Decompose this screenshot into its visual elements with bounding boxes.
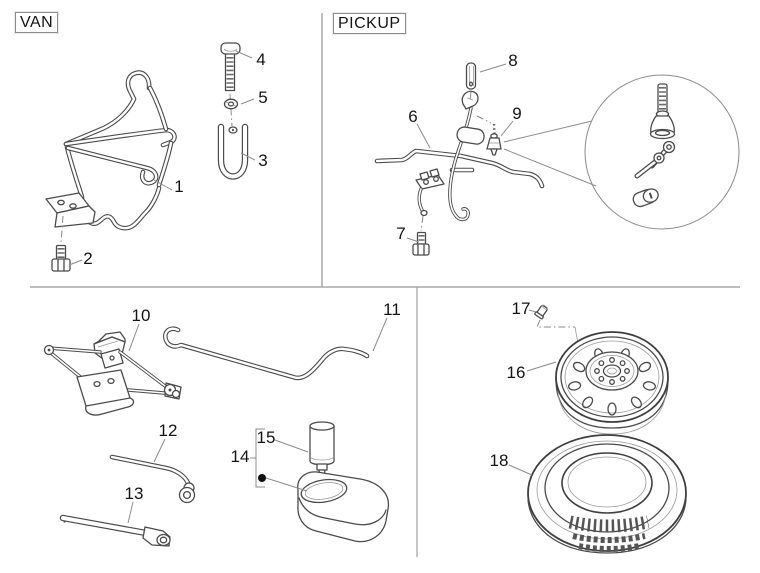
- lock-cylinder-icon: [632, 188, 659, 208]
- callout-1: 1: [174, 177, 184, 196]
- callout-17: 17: [511, 299, 531, 318]
- callout-11: 11: [383, 300, 401, 319]
- callout-15: 15: [256, 428, 276, 447]
- lock-cylinder-kit-detail: [503, 74, 740, 230]
- leader-lines: [68, 50, 557, 524]
- section-label-van: VAN: [13, 11, 60, 34]
- locating-pin-drawing: [465, 62, 477, 102]
- bracket-bolt-drawing: [412, 231, 430, 256]
- jack-hook-rod-drawing: [165, 329, 367, 378]
- keys-icon: [634, 140, 676, 179]
- van-carrier-bracket-drawing: [45, 73, 174, 244]
- hex-bolt-drawing: [220, 42, 241, 92]
- mount-bolt-drawing: [51, 244, 71, 272]
- callout-9: 9: [512, 104, 522, 123]
- callout-4: 4: [256, 50, 266, 69]
- callout-12: 12: [158, 421, 178, 440]
- section-label-pickup: PICKUP: [332, 12, 407, 35]
- callout-2: 2: [83, 249, 93, 268]
- sealant-canister-drawing: [309, 421, 335, 481]
- callout-16: 16: [506, 363, 526, 382]
- callout-10: 10: [131, 306, 151, 325]
- scissor-jack-drawing: [43, 331, 182, 416]
- callout-8: 8: [508, 51, 518, 70]
- spare-tire-drawing: [527, 434, 687, 554]
- callout-5: 5: [258, 88, 268, 107]
- callout-14: 14: [230, 447, 250, 466]
- callout-6: 6: [408, 107, 418, 126]
- tool-case-drawing: [297, 471, 390, 543]
- extension-bar-drawing: [63, 518, 171, 547]
- callout-18: 18: [489, 451, 509, 470]
- wheel-wrench-drawing: [112, 457, 196, 504]
- callout-3: 3: [258, 151, 268, 170]
- tool-kit-bullet-icon: [258, 474, 266, 482]
- lock-plug-drawing: [476, 115, 502, 156]
- washer-nut-drawing: [223, 93, 239, 127]
- callout-7: 7: [396, 224, 406, 243]
- pickup-carrier-frame-drawing: [377, 90, 542, 232]
- tire-tread-marks: [568, 515, 650, 552]
- u-bolt-drawing: [221, 127, 245, 177]
- tool-kit-bracket: [250, 428, 308, 492]
- valve-stem-drawing: [534, 304, 583, 367]
- steel-wheel-drawing: [555, 331, 669, 435]
- callout-13: 13: [124, 484, 144, 503]
